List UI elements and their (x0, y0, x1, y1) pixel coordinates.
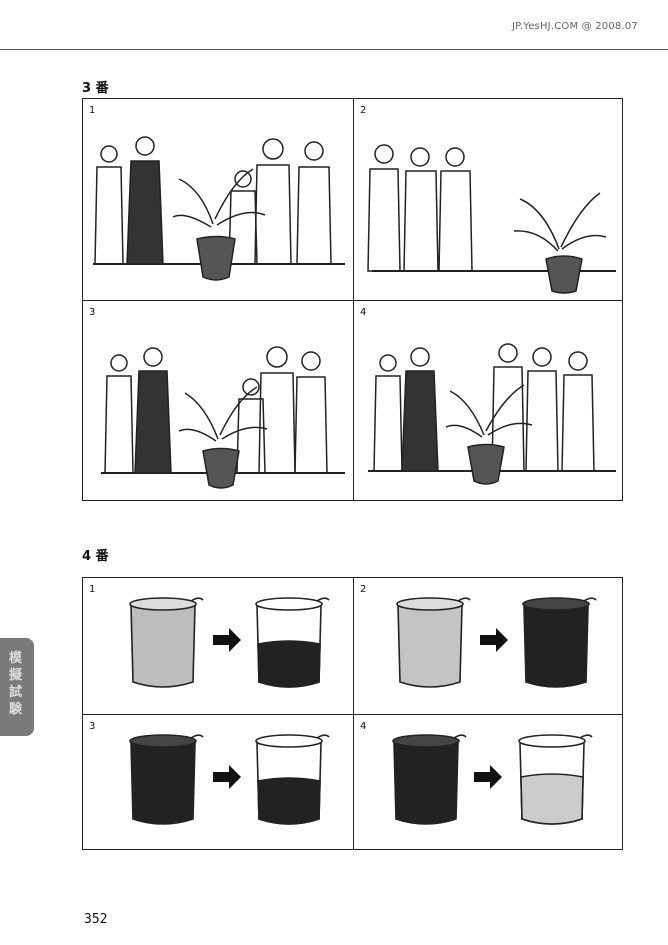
section-4-title: 4 番 (82, 549, 109, 564)
section-4-panel-2: 2 (354, 578, 624, 714)
panel-number: 4 (360, 721, 367, 732)
section-3-panel-2: 2 (354, 99, 624, 300)
panel-number: 1 (89, 584, 96, 595)
section-3-grid: 1 2 (82, 98, 623, 501)
side-tab-label: 模擬試験 (9, 651, 23, 717)
beaker-illustration (129, 734, 330, 825)
watermark: JP.YesHJ.COM @ 2008.07 (512, 21, 638, 32)
grid-divider-horizontal (83, 300, 622, 301)
panel-number: 3 (89, 721, 96, 732)
section-3-panel-1: 1 (83, 99, 353, 300)
header-rule (0, 49, 668, 50)
group-photo-illustration (101, 346, 345, 489)
grid-divider-vertical (353, 99, 354, 500)
group-photo-illustration (368, 343, 616, 485)
grid-divider-vertical (353, 578, 354, 849)
section-4-panel-3: 3 (83, 715, 353, 851)
section-3-panel-3: 3 (83, 301, 353, 502)
panel-number: 1 (89, 105, 96, 116)
section-4-panel-4: 4 (354, 715, 624, 851)
section-3-title: 3 番 (82, 81, 109, 96)
grid-divider-horizontal (83, 714, 622, 715)
group-photo-illustration (367, 144, 616, 294)
beaker-illustration (129, 597, 330, 688)
section-4-panel-1: 1 (83, 578, 353, 714)
side-tab: 模擬試験 (0, 638, 34, 736)
page-number: 352 (84, 912, 108, 927)
beaker-illustration (396, 597, 597, 688)
section-3-panel-4: 4 (354, 301, 624, 502)
panel-number: 4 (360, 307, 367, 318)
panel-number: 3 (89, 307, 96, 318)
beaker-illustration (392, 734, 593, 825)
panel-number: 2 (360, 105, 367, 116)
section-4-grid: 1 2 (82, 577, 623, 850)
group-photo-illustration (93, 136, 345, 281)
panel-number: 2 (360, 584, 367, 595)
